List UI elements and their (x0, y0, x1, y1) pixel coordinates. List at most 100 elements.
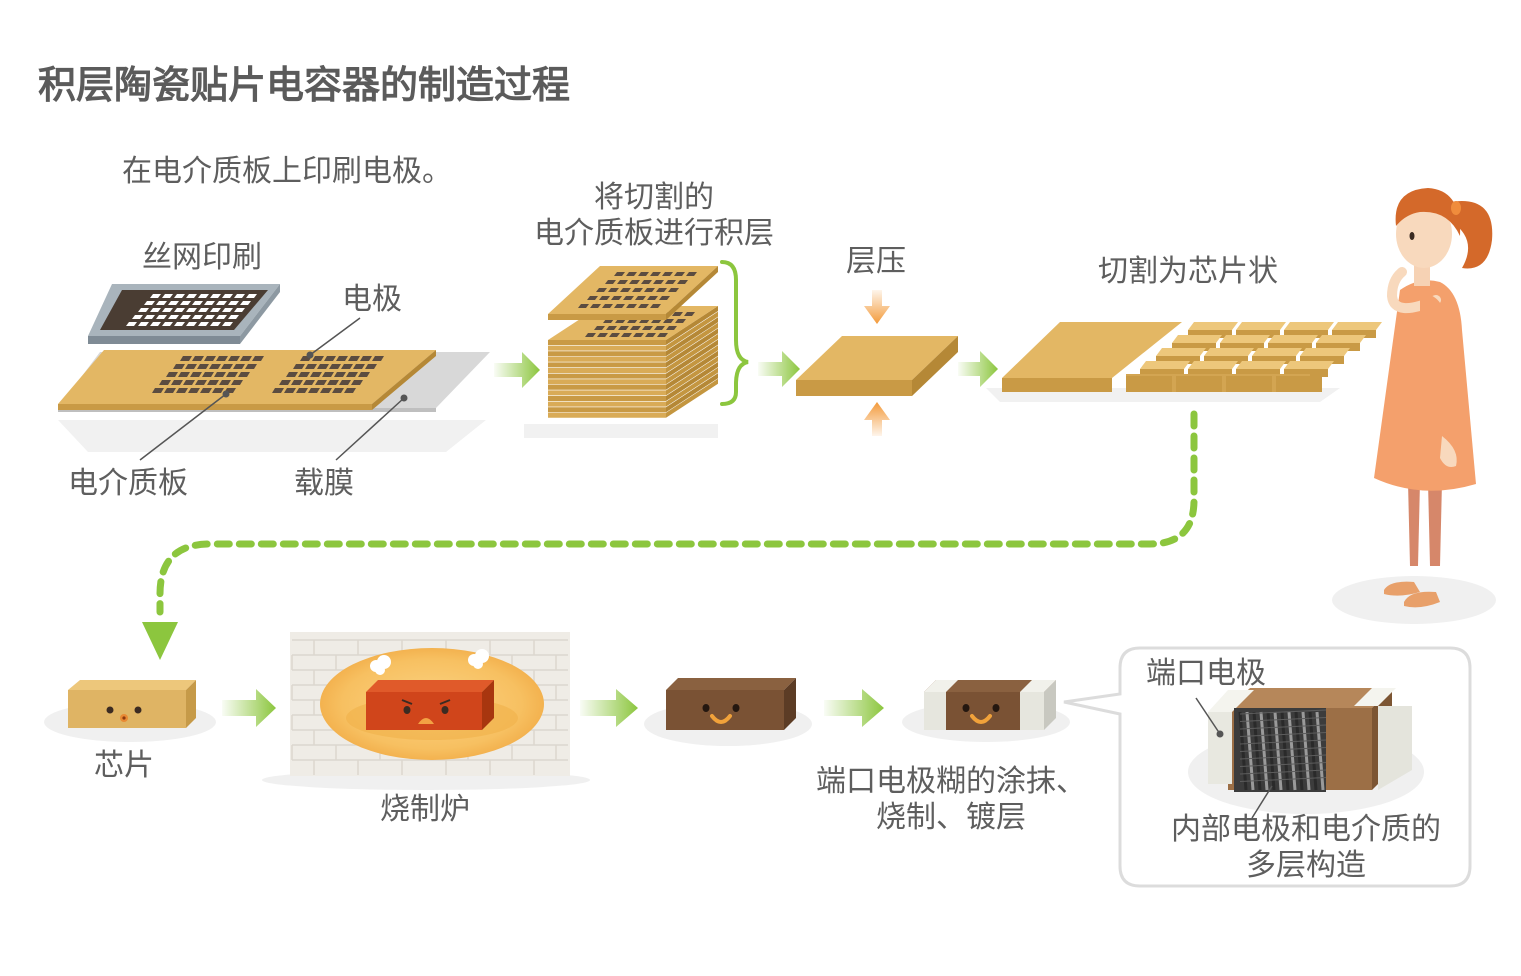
electrode-pad (164, 388, 176, 393)
screen-hole (210, 294, 221, 298)
screen-hole (144, 315, 155, 319)
screen-frame-right (240, 284, 280, 344)
stack-layer-right (666, 339, 718, 379)
top-sheet-electrode-pad (650, 304, 661, 308)
electrode-pad (238, 372, 250, 377)
electrode-pad (360, 356, 372, 361)
cut-chip-grid (1126, 322, 1382, 392)
screen-hole (168, 315, 179, 319)
stack-layer-right (666, 373, 718, 413)
chip-top (68, 680, 196, 690)
electrode-pattern-right (272, 356, 384, 393)
electrode-pad (202, 372, 214, 377)
big-chip-top (1228, 688, 1392, 708)
top-sheet-electrode-pad (599, 296, 610, 300)
stack-layer-right (666, 362, 718, 401)
electrode-pad (219, 380, 231, 385)
flow-path-dashed (156, 410, 1198, 616)
cut-chip-top (1156, 348, 1206, 356)
electrode-pad (341, 364, 353, 369)
page-title: 积层陶瓷贴片电容器的制造过程 (38, 63, 571, 107)
screen-hole (210, 322, 221, 326)
electrode-pad (240, 356, 252, 361)
label-terminal-electrode: 端口电极 (1146, 656, 1266, 691)
screen-hole (132, 315, 143, 319)
electrode-pad (291, 380, 303, 385)
brown-chip-eye-right (732, 704, 740, 712)
electrode-pad (372, 356, 384, 361)
stack-top-electrode-pad (621, 333, 632, 337)
stack-layer-right (666, 345, 718, 385)
electrode-pad (279, 380, 291, 385)
stack-top-electrode-pad (657, 333, 668, 337)
internal-layer (1287, 711, 1297, 791)
top-sheet-electrode-pad (659, 296, 670, 300)
girl-illustration (1332, 188, 1496, 624)
leader-dot-terminal (1216, 730, 1224, 738)
label-stack-step: 将切割的 电介质板进行积层 (520, 180, 788, 252)
stack-top-electrode-pad (672, 312, 683, 316)
label-terminal-step-line1: 端口电极糊的涂抹、 (816, 764, 1086, 799)
top-sheet-electrode-pad (611, 296, 622, 300)
electrode-pad (195, 380, 207, 385)
electrode-pad (298, 372, 310, 377)
press-sheet-right (912, 336, 958, 396)
top-sheet-electrode-pad (635, 296, 646, 300)
flow-arrow-3 (958, 351, 998, 387)
electrode-pad (320, 388, 332, 393)
electrode-pad (245, 364, 257, 369)
brown-chip-right (784, 678, 796, 730)
term-cap-right (1020, 692, 1044, 730)
screen-hole (210, 308, 221, 312)
stack-top-electrode-pad (684, 312, 695, 316)
stack-top-electrode-pad (618, 326, 629, 330)
leader-terminal (1195, 697, 1221, 735)
press-sheet-side (796, 380, 912, 396)
stack-layer-right (666, 378, 718, 418)
top-sheet-electrode-pad (608, 288, 619, 292)
chip-mouth-inner (122, 716, 126, 720)
fired-chip-front (366, 692, 482, 730)
girl-eye (1409, 232, 1415, 240)
stack-layer-side (548, 407, 666, 413)
screen-hole (204, 315, 215, 319)
girl-face (1396, 200, 1452, 268)
leader-carrier (335, 397, 405, 461)
cut-chip-top (1188, 361, 1238, 369)
girl-hair-front (1395, 188, 1461, 236)
screen-hole (204, 301, 215, 305)
flow-arrow-5 (580, 689, 638, 727)
label-terminal-step: 端口电极糊的涂抹、 烧制、镀层 (806, 764, 1096, 836)
electrode-pad (308, 388, 320, 393)
stack-layer-right (666, 306, 718, 345)
cut-chip-top (1284, 361, 1334, 369)
stack-layer-right (666, 334, 718, 373)
girl-leg-left (1408, 482, 1420, 566)
electrode-pad (176, 388, 188, 393)
furnace-stage (262, 632, 590, 790)
fired-chip-brow-right (439, 699, 451, 705)
cut-sheet-top (1002, 322, 1182, 378)
label-carrier-film: 载膜 (294, 466, 354, 501)
electrode-pad (159, 380, 171, 385)
screen-hole (174, 308, 185, 312)
internal-layer-edge (1239, 717, 1327, 722)
stack-layer-side (548, 373, 666, 379)
electrode-pad (212, 388, 224, 393)
electrode-pad (310, 372, 322, 377)
leader-internal (1251, 785, 1273, 819)
screen-hole (192, 301, 203, 305)
chip-stage (44, 680, 216, 742)
term-chip-mouth (970, 714, 992, 724)
screen-hole (240, 301, 251, 305)
electrode-pattern-left (152, 356, 264, 393)
cut-chip-top (1188, 322, 1238, 330)
top-sheet-electrode-pad (578, 304, 589, 308)
internal-electrode-layers (1238, 709, 1327, 791)
label-cut-step: 切割为芯片状 (1098, 254, 1278, 289)
cut-chip-top (1220, 335, 1270, 343)
steam-puff-left (370, 655, 391, 675)
electrode-pad (192, 356, 204, 361)
internal-layer (1273, 711, 1283, 791)
electrode-pad (200, 388, 212, 393)
